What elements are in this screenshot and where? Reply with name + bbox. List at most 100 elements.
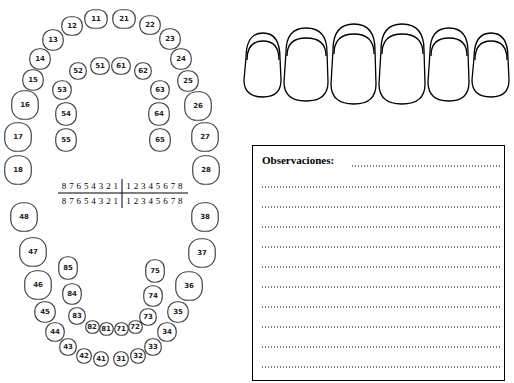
position-number: 3 <box>141 182 146 191</box>
tooth: 81 <box>99 322 114 336</box>
position-number: 5 <box>84 182 89 191</box>
tooth: 37 <box>188 238 216 268</box>
tooth: 28 <box>192 155 220 185</box>
tooth: 46 <box>24 270 52 300</box>
position-number: 1 <box>126 182 131 191</box>
tooth-number: 72 <box>130 324 140 331</box>
tooth: 24 <box>170 48 192 70</box>
tooth: 33 <box>144 338 162 356</box>
tooth: 47 <box>19 237 47 267</box>
tooth-number: 71 <box>116 326 126 333</box>
tooth: 72 <box>128 320 143 334</box>
position-number: 8 <box>62 197 67 206</box>
position-number: 8 <box>178 182 183 191</box>
tooth-number: 37 <box>197 250 207 257</box>
position-number: 7 <box>171 182 176 191</box>
tooth-number: 84 <box>67 291 77 298</box>
tooth-number: 43 <box>63 344 73 351</box>
tooth: 83 <box>68 307 86 325</box>
midline-horizontal <box>58 193 188 194</box>
tooth-number: 21 <box>119 16 129 23</box>
tooth: 16 <box>11 90 39 120</box>
tooth-number: 55 <box>61 137 71 144</box>
tooth-number: 33 <box>148 344 158 351</box>
tooth: 61 <box>111 57 131 75</box>
tooth-number: 61 <box>116 63 126 70</box>
tooth: 38 <box>191 202 219 232</box>
tooth: 11 <box>84 9 108 29</box>
tooth-number: 27 <box>200 134 210 141</box>
tooth: 26 <box>184 91 212 121</box>
position-number: 2 <box>134 197 139 206</box>
position-number: 3 <box>99 182 104 191</box>
tooth: 52 <box>69 62 87 80</box>
tooth: 51 <box>90 57 110 75</box>
position-number: 3 <box>141 197 146 206</box>
tooth-number: 75 <box>150 268 160 275</box>
tooth: 36 <box>175 271 203 301</box>
tooth-number: 62 <box>138 68 148 75</box>
tooth-number: 46 <box>33 282 43 289</box>
tooth-number: 16 <box>20 102 30 109</box>
tooth: 45 <box>34 301 56 323</box>
tooth-number: 24 <box>176 56 186 63</box>
tooth: 53 <box>52 80 72 100</box>
tooth: 73 <box>139 308 157 326</box>
position-number: 1 <box>126 197 131 206</box>
tooth-number: 64 <box>154 111 164 118</box>
tooth: 41 <box>93 351 109 367</box>
tooth-number: 15 <box>28 77 38 84</box>
tooth: 31 <box>113 351 129 367</box>
notes-heading: Observaciones: <box>262 154 334 166</box>
tooth-number: 18 <box>13 167 23 174</box>
tooth-number: 52 <box>73 68 83 75</box>
tooth-number: 17 <box>13 134 23 141</box>
tooth-number: 36 <box>184 283 194 290</box>
tooth: 35 <box>167 301 189 323</box>
position-number: 6 <box>77 197 82 206</box>
tooth-number: 22 <box>145 22 155 29</box>
position-number: 2 <box>106 197 111 206</box>
tooth-number: 73 <box>143 314 153 321</box>
tooth-number: 44 <box>50 329 60 336</box>
position-number: 4 <box>148 182 153 191</box>
tooth: 64 <box>148 102 170 126</box>
tooth: 32 <box>130 348 146 364</box>
tooth-number: 28 <box>201 167 211 174</box>
tooth-number: 53 <box>57 87 67 94</box>
tooth: 82 <box>85 320 100 334</box>
position-number: 8 <box>178 197 183 206</box>
tooth-number: 54 <box>61 111 71 118</box>
tooth-number: 35 <box>173 309 183 316</box>
position-number: 6 <box>77 182 82 191</box>
tooth: 54 <box>55 102 77 126</box>
tooth-number: 51 <box>95 63 105 70</box>
position-number: 7 <box>171 197 176 206</box>
tooth-number: 82 <box>87 324 97 331</box>
tooth-number: 83 <box>72 313 82 320</box>
tooth: 18 <box>4 155 32 185</box>
tooth: 84 <box>62 283 82 305</box>
tooth: 71 <box>114 322 129 336</box>
tooth: 14 <box>29 48 51 70</box>
position-number: 1 <box>114 182 119 191</box>
tooth: 42 <box>76 348 92 364</box>
tooth: 74 <box>143 285 163 307</box>
tooth: 25 <box>177 70 199 92</box>
tooth-number: 14 <box>35 56 45 63</box>
tooth-number: 41 <box>96 356 106 363</box>
position-number: 8 <box>62 182 67 191</box>
front-teeth <box>244 24 509 104</box>
tooth-number: 47 <box>28 249 38 256</box>
tooth: 75 <box>145 259 165 283</box>
tooth: 43 <box>59 338 77 356</box>
tooth: 65 <box>149 128 171 152</box>
tooth: 17 <box>4 122 32 152</box>
tooth-number: 13 <box>48 37 58 44</box>
tooth: 44 <box>45 322 65 342</box>
writing-lines <box>262 166 500 367</box>
tooth: 12 <box>61 16 83 36</box>
position-number: 4 <box>91 182 96 191</box>
tooth-number: 65 <box>155 137 165 144</box>
